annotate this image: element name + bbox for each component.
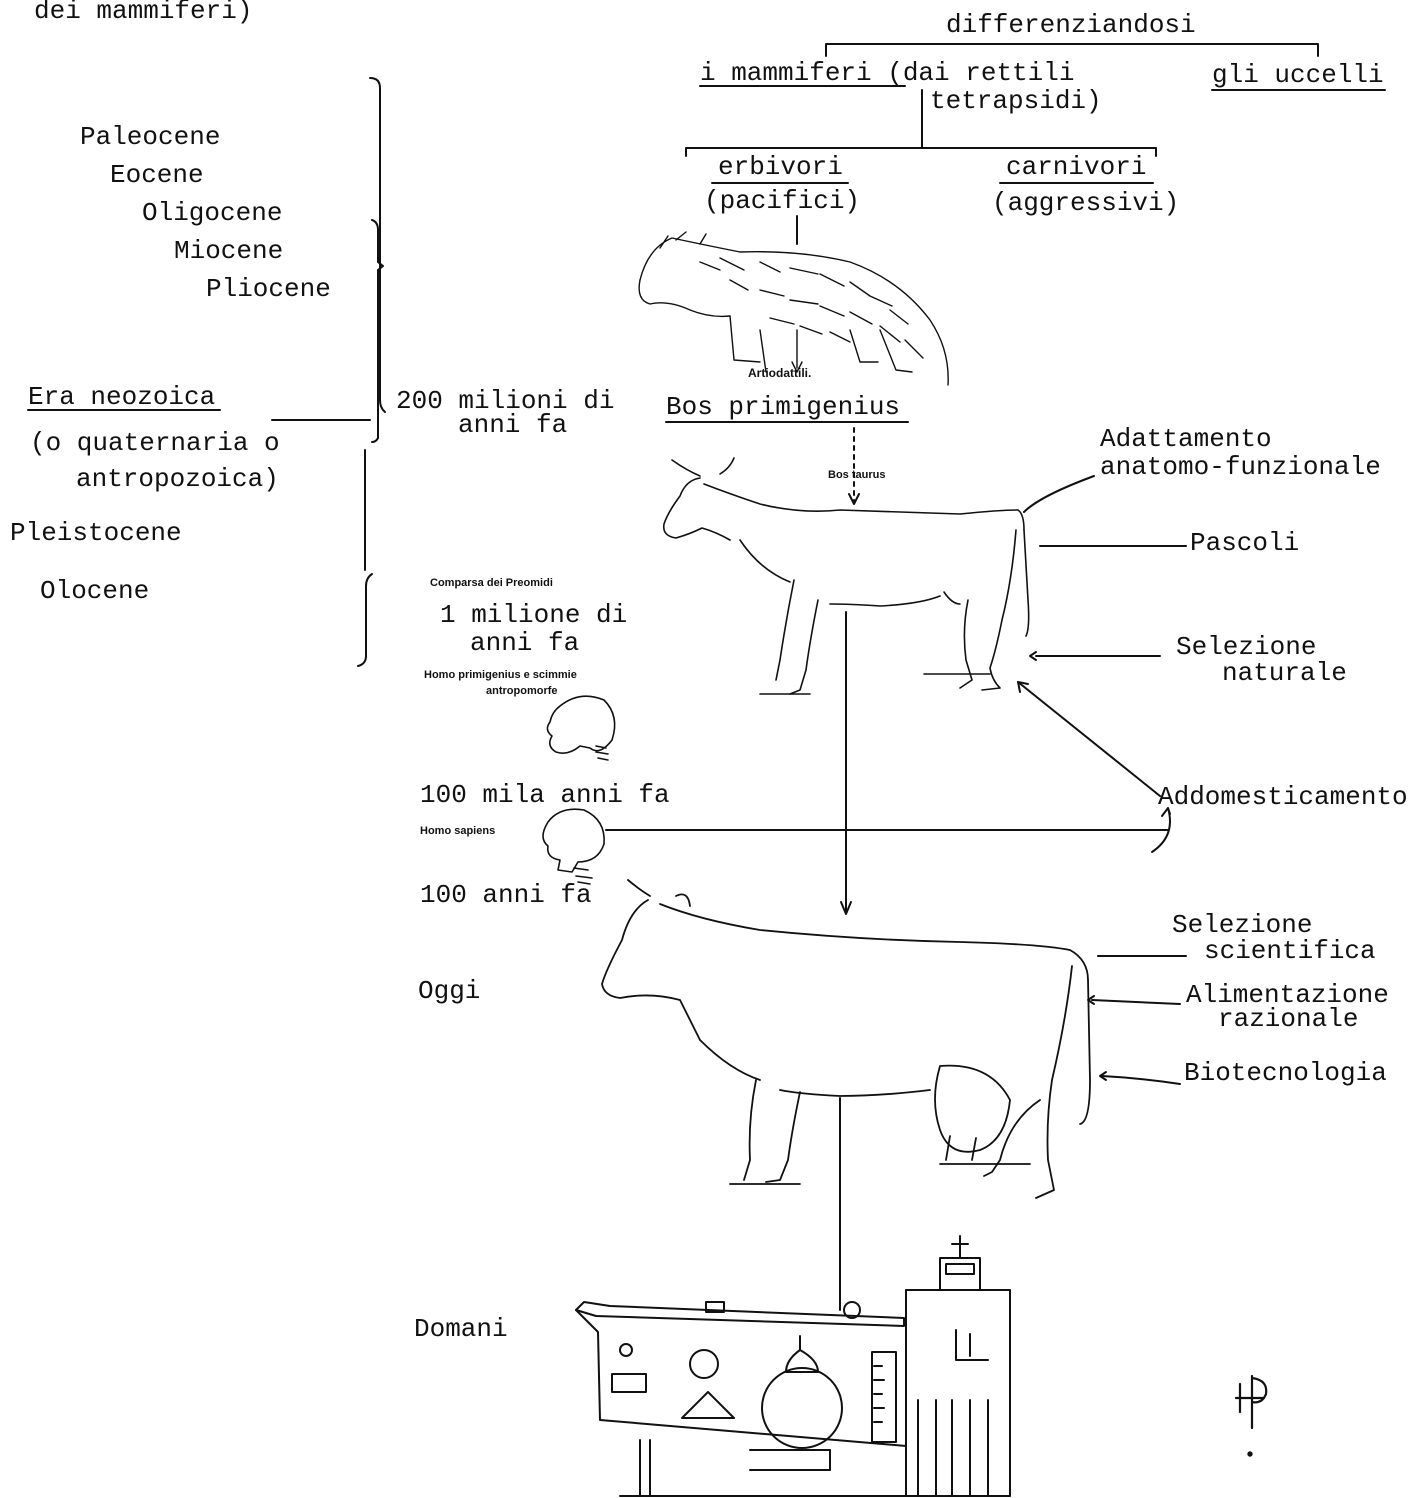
primitive-ox-drawing xyxy=(639,232,948,385)
dairy-cow-drawing xyxy=(602,880,1090,1198)
label-pacifici: (pacifici) xyxy=(704,186,860,216)
factor-alimentazione-2: razionale xyxy=(1218,1004,1358,1034)
top-right-text: differenziandosi xyxy=(946,10,1196,40)
time-200m-line2: anni fa xyxy=(458,410,567,440)
factor-selezione-scientifica-2: scientifica xyxy=(1204,936,1376,966)
factor-addomesticamento: Addomesticamento xyxy=(1158,782,1408,812)
label-carnivori: carnivori xyxy=(1006,152,1146,182)
label-bos-taurus: Bos taurus xyxy=(828,468,885,482)
branch-mammiferi: i mammiferi (dai rettili xyxy=(700,58,1074,88)
label-aggressivi: (aggressivi) xyxy=(992,188,1179,218)
epoch-pliocene: Pliocene xyxy=(206,274,331,304)
human-head-icon xyxy=(543,809,604,884)
epoch-paleocene: Paleocene xyxy=(80,122,220,152)
factor-arrows-lower xyxy=(1088,956,1186,1084)
branch-tetrapsidi: tetrapsidi) xyxy=(930,86,1102,116)
era-name: Era neozoica xyxy=(28,382,215,412)
label-homo-primigenius-1: Homo primigenius e scimmie xyxy=(424,668,577,682)
era-alt-2: antropozoica) xyxy=(76,464,279,494)
primate-head-icon xyxy=(547,696,614,760)
branch-uccelli: gli uccelli xyxy=(1212,60,1384,90)
factor-selezione-naturale-2: naturale xyxy=(1222,658,1347,688)
epoch-olocene: Olocene xyxy=(40,576,149,606)
time-1m-line1: 1 milione di xyxy=(440,600,627,630)
label-erbivori: erbivori xyxy=(718,152,843,182)
top-left-fragment: dei mammiferi) xyxy=(34,0,252,26)
bos-line-2 xyxy=(841,612,851,914)
addomesticamento-arrow xyxy=(606,808,1170,852)
bos-line-1 xyxy=(849,428,859,504)
monogram-signature xyxy=(1236,1376,1266,1456)
time-100y: 100 anni fa xyxy=(420,880,592,910)
factor-adattamento-1: Adattamento xyxy=(1100,424,1272,454)
milking-machine-drawing xyxy=(576,1236,1010,1496)
epoch-oligocene: Oligocene xyxy=(142,198,282,228)
time-domani: Domani xyxy=(414,1314,508,1344)
factor-adattamento-2: anatomo-funzionale xyxy=(1100,452,1381,482)
epoch-eocene: Eocene xyxy=(110,160,204,190)
factor-pascoli: Pascoli xyxy=(1190,528,1299,558)
time-oggi: Oggi xyxy=(418,976,480,1006)
time-1m-line2: anni fa xyxy=(470,628,579,658)
era-alt-1: (o quaternaria o xyxy=(30,428,280,458)
epoch-miocene: Miocene xyxy=(174,236,283,266)
label-homo-sapiens: Homo sapiens xyxy=(420,824,495,838)
label-bos-primigenius: Bos primigenius xyxy=(666,392,900,422)
label-homo-primigenius-2: antropomorfe xyxy=(486,684,558,698)
factor-arrows-upper xyxy=(1018,476,1186,796)
time-100k: 100 mila anni fa xyxy=(420,780,670,810)
epoch-pleistocene: Pleistocene xyxy=(10,518,182,548)
label-artiodattili: Artiodattili. xyxy=(748,366,811,380)
factor-biotecnologia: Biotecnologia xyxy=(1184,1058,1387,1088)
label-comparsa-preomidi: Comparsa dei Preomidi xyxy=(430,576,553,590)
